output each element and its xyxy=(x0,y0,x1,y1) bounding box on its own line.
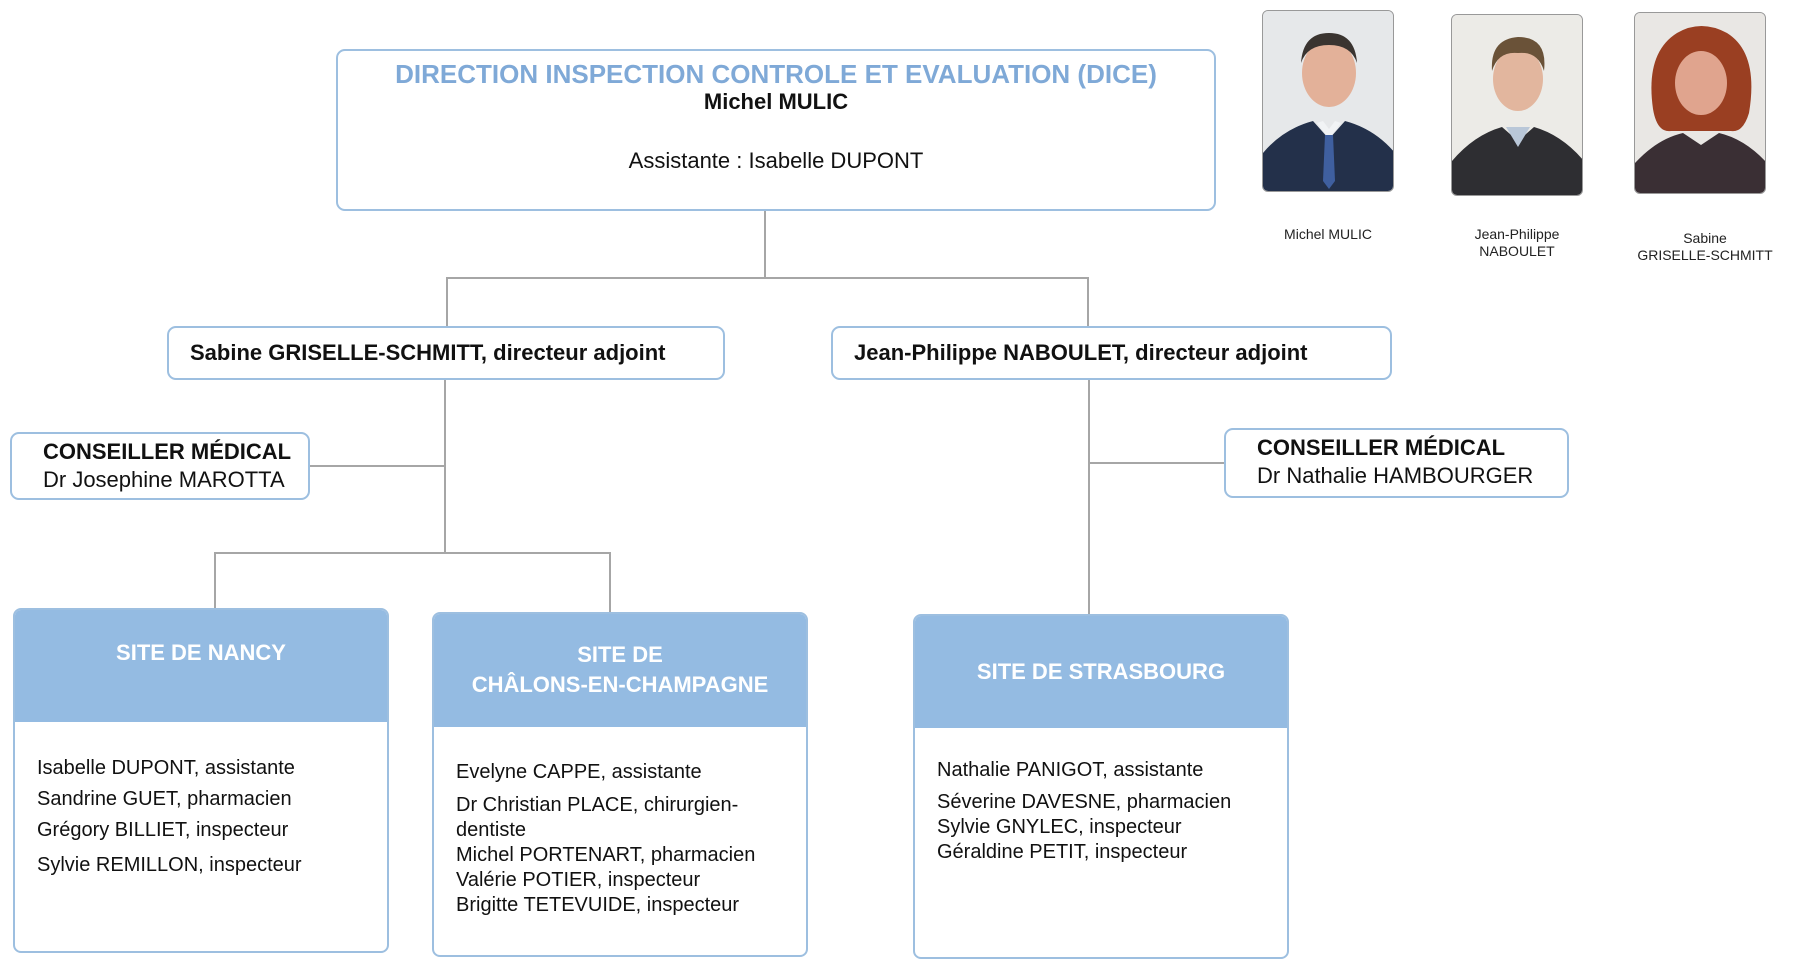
staff-member: Evelyne CAPPE, assistante xyxy=(456,761,702,783)
site-nancy: SITE DE NANCY Isabelle DUPONT, assistant… xyxy=(13,608,389,953)
advisor-name: Dr Nathalie HAMBOURGER xyxy=(1257,463,1534,488)
connector-deputies-horizontal xyxy=(446,277,1088,279)
staff-member: Séverine DAVESNE, pharmacien xyxy=(937,791,1232,813)
portrait-photo xyxy=(1634,12,1766,194)
site-header: SITE DE STRASBOURG xyxy=(915,616,1287,728)
caption-line: NABOULET xyxy=(1479,243,1555,259)
site-strasbourg: SITE DE STRASBOURG Nathalie PANIGOT, ass… xyxy=(913,614,1289,959)
direction-box: DIRECTION INSPECTION CONTROLE ET EVALUAT… xyxy=(336,49,1216,211)
site-title: SITE DE xyxy=(577,642,663,667)
site-title: CHÂLONS-EN-CHAMPAGNE xyxy=(471,672,769,697)
connector-to-left-deputy xyxy=(446,277,448,326)
deputy-label: Jean-Philippe NABOULET, directeur adjoin… xyxy=(854,340,1308,365)
staff-member: dentiste xyxy=(456,819,527,841)
connector-to-nancy xyxy=(214,552,216,608)
caption-line: GRISELLE-SCHMITT xyxy=(1637,247,1773,263)
site-header: SITE DE NANCY xyxy=(15,610,387,722)
advisor-name: Dr Josephine MAROTTA xyxy=(43,467,285,492)
staff-member: Dr Christian PLACE, chirurgien- xyxy=(456,794,739,816)
advisor-title: CONSEILLER MÉDICAL xyxy=(1257,435,1506,460)
staff-member: Isabelle DUPONT, assistante xyxy=(37,757,295,779)
connector-right-deputy-down xyxy=(1088,380,1090,614)
staff-member: Nathalie PANIGOT, assistante xyxy=(937,759,1204,781)
connector-left-advisor xyxy=(310,465,445,467)
advisor-title: CONSEILLER MÉDICAL xyxy=(43,439,292,464)
director-name: Michel MULIC xyxy=(703,89,849,114)
connector-left-sites-horizontal xyxy=(214,552,611,554)
staff-member: Michel PORTENART, pharmacien xyxy=(456,844,756,866)
connector-left-deputy-down xyxy=(444,380,446,553)
direction-title: DIRECTION INSPECTION CONTROLE ET EVALUAT… xyxy=(395,59,1157,89)
deputy-director-left: Sabine GRISELLE-SCHMITT, directeur adjoi… xyxy=(167,326,725,380)
site-title: SITE DE STRASBOURG xyxy=(976,659,1226,684)
portrait-photo xyxy=(1451,14,1583,196)
deputy-director-right: Jean-Philippe NABOULET, directeur adjoin… xyxy=(831,326,1392,380)
person-portrait-icon xyxy=(1452,15,1582,195)
medical-advisor-left: CONSEILLER MÉDICAL Dr Josephine MAROTTA xyxy=(10,432,310,500)
connector-to-right-deputy xyxy=(1087,277,1089,326)
staff-member: Sylvie GNYLEC, inspecteur xyxy=(937,816,1182,838)
person-portrait-icon xyxy=(1635,13,1765,193)
staff-member: Sylvie REMILLON, inspecteur xyxy=(37,854,302,876)
caption-line: Michel MULIC xyxy=(1284,226,1372,242)
portrait-caption: Sabine GRISELLE-SCHMITT xyxy=(1620,230,1790,264)
site-title: SITE DE NANCY xyxy=(116,640,286,665)
medical-advisor-right: CONSEILLER MÉDICAL Dr Nathalie HAMBOURGE… xyxy=(1224,428,1569,498)
connector-right-advisor xyxy=(1089,462,1225,464)
portrait-caption: Michel MULIC xyxy=(1262,226,1394,243)
staff-member: Géraldine PETIT, inspecteur xyxy=(937,841,1188,863)
staff-member: Brigitte TETEVUIDE, inspecteur xyxy=(456,894,740,916)
connector-direction-down xyxy=(764,211,766,278)
direction-assistant: Assistante : Isabelle DUPONT xyxy=(628,148,924,173)
staff-member: Sandrine GUET, pharmacien xyxy=(37,788,292,810)
connector-to-chalons xyxy=(609,552,611,612)
caption-line: Jean-Philippe xyxy=(1474,226,1560,242)
deputy-label: Sabine GRISELLE-SCHMITT, directeur adjoi… xyxy=(190,340,666,365)
person-portrait-icon xyxy=(1263,11,1393,191)
site-chalons-en-champagne: SITE DE CHÂLONS-EN-CHAMPAGNE Evelyne CAP… xyxy=(432,612,808,957)
portrait-photo xyxy=(1262,10,1394,192)
staff-member: Grégory BILLIET, inspecteur xyxy=(37,819,289,841)
portrait-caption: Jean-Philippe NABOULET xyxy=(1451,226,1583,260)
site-header: SITE DE CHÂLONS-EN-CHAMPAGNE xyxy=(434,614,806,727)
caption-line: Sabine xyxy=(1683,230,1727,246)
staff-member: Valérie POTIER, inspecteur xyxy=(456,869,701,891)
